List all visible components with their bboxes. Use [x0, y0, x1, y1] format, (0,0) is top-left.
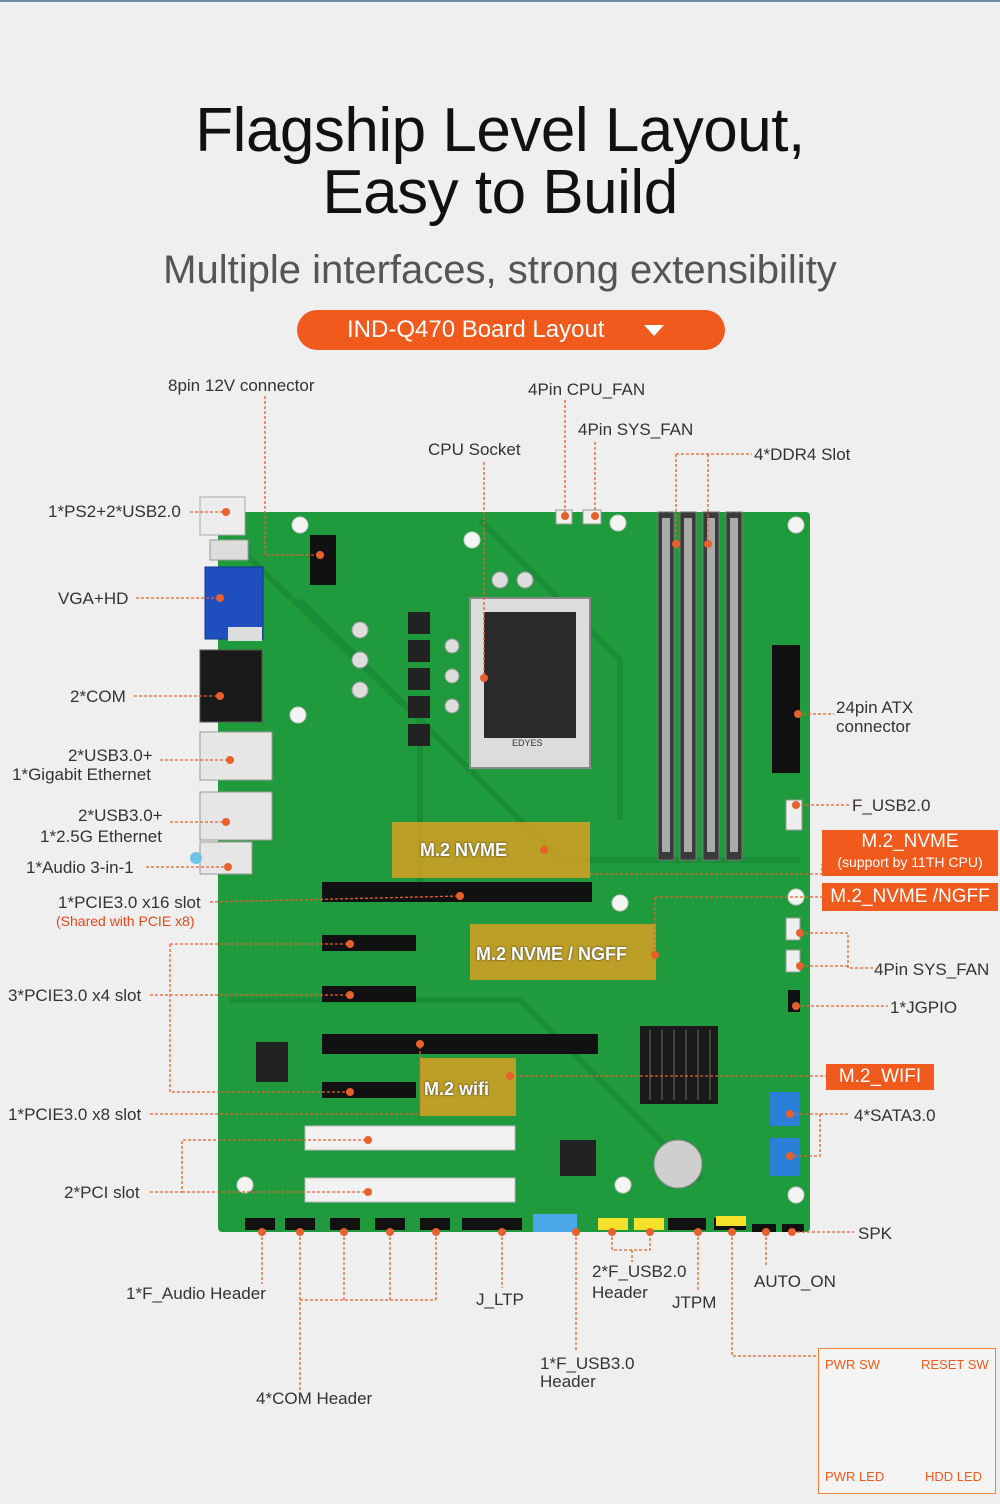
tag-m2-nvme-label: M.2_NVME [861, 831, 959, 852]
pwr-led-label: PWR LED [825, 1469, 885, 1484]
m2-nvme-onboard-label: M.2 NVME [420, 840, 508, 860]
sata-ports-lower [770, 1138, 800, 1176]
callout-8pin: 8pin 12V connector [168, 376, 315, 395]
page-title-line2: Easy to Build [322, 158, 678, 227]
callout-jgpio: 1*JGPIO [890, 998, 958, 1017]
callout-com-header: 4*COM Header [256, 1389, 373, 1408]
chevron-down-icon [644, 325, 664, 336]
callout-sys-fan-right: 4Pin SYS_FAN [874, 960, 990, 979]
usb-25g-port [199, 791, 273, 841]
callout-usb-gbe-1: 2*USB3.0+ [68, 746, 153, 765]
tag-m2-ngff: M.2_NVME /NGFF [822, 883, 998, 911]
tag-m2-nvme: M.2_NVME (support by 11TH CPU) [822, 830, 998, 876]
callout-f-usb20-bottom-2: Header [592, 1283, 648, 1302]
callout-cpu-fan: 4Pin CPU_FAN [528, 380, 646, 399]
callout-cpu-socket: CPU Socket [428, 440, 521, 459]
callout-pcie4: 3*PCIE3.0 x4 slot [8, 986, 142, 1005]
tag-m2-nvme-sub: (support by 11TH CPU) [837, 854, 983, 870]
callout-usb-25g-1: 2*USB3.0+ [78, 806, 163, 825]
sata-ports-upper [770, 1092, 800, 1126]
board-layout-button[interactable]: IND-Q470 Board Layout [297, 310, 725, 350]
top-divider [0, 0, 1000, 2]
atx24-connector [772, 645, 800, 773]
callout-com: 2*COM [70, 687, 126, 706]
callout-sys-fan-top: 4Pin SYS_FAN [578, 420, 694, 439]
m2-ngff-onboard-label: M.2 NVME / NGFF [476, 944, 628, 964]
page-subtitle: Multiple interfaces, strong extensibilit… [163, 248, 837, 292]
m2-nvme-slot [392, 822, 590, 878]
callout-usb-25g-2: 1*2.5G Ethernet [40, 827, 162, 846]
callout-f-audio: 1*F_Audio Header [126, 1284, 266, 1303]
callout-auto-on: AUTO_ON [754, 1272, 836, 1291]
m2-wifi-onboard-label: M.2 wifi [424, 1079, 490, 1099]
callout-sata: 4*SATA3.0 [854, 1106, 936, 1125]
callout-jtpm: JTPM [672, 1293, 717, 1312]
callout-atx24-1: 24pin ATX [836, 698, 914, 717]
cmos-battery [653, 1139, 703, 1189]
callout-ps2-usb: 1*PS2+2*USB2.0 [48, 502, 181, 521]
callout-audio: 1*Audio 3-in-1 [26, 858, 134, 877]
callout-usb-gbe-2: 1*Gigabit Ethernet [12, 765, 151, 784]
svg-text:EDYES: EDYES [512, 738, 543, 748]
callout-pcie8: 1*PCIE3.0 x8 slot [8, 1105, 142, 1124]
callout-f-usb30-2: Header [540, 1372, 596, 1391]
hdd-led-label: HDD LED [925, 1469, 983, 1484]
callout-pcie16: 1*PCIE3.0 x16 slot [58, 893, 201, 912]
callout-atx24-2: connector [836, 717, 911, 736]
reset-sw-label: RESET SW [921, 1357, 989, 1372]
callout-f-usb20-right: F_USB2.0 [852, 796, 931, 815]
callout-j-ltp: J_LTP [476, 1290, 524, 1309]
front-panel-diagram: PWR SW RESET SW PWR LED HDD LED [818, 1348, 996, 1494]
pci-slot-2 [304, 1177, 516, 1203]
pwr-sw-label: PWR SW [825, 1357, 880, 1372]
callout-f-usb20-bottom-1: 2*F_USB2.0 [592, 1262, 687, 1281]
usb-gbe-port [199, 731, 273, 781]
callout-pci: 2*PCI slot [64, 1183, 140, 1202]
callout-spk: SPK [858, 1224, 893, 1243]
callout-f-usb30-1: 1*F_USB3.0 [540, 1354, 635, 1373]
page-title-line1: Flagship Level Layout, [195, 96, 805, 165]
ps2-usb-port [199, 496, 246, 536]
m2-wifi-slot [420, 1058, 516, 1116]
chipset-heatsink [640, 1026, 718, 1104]
callout-vga-hd: VGA+HD [58, 589, 129, 608]
m2-ngff-slot [470, 924, 656, 980]
com-port [199, 649, 263, 723]
pci-slot-1 [304, 1125, 516, 1151]
board-layout-label: IND-Q470 Board Layout [347, 316, 605, 343]
pcie-x16-slot [322, 882, 592, 902]
callout-ddr4: 4*DDR4 Slot [754, 445, 851, 464]
callout-pcie16-note: (Shared with PCIE x8) [56, 913, 195, 929]
pcie-x8-slot [322, 1034, 598, 1054]
tag-m2-wifi: M.2_WIFI [826, 1064, 934, 1090]
eight-pin-connector [310, 535, 336, 585]
